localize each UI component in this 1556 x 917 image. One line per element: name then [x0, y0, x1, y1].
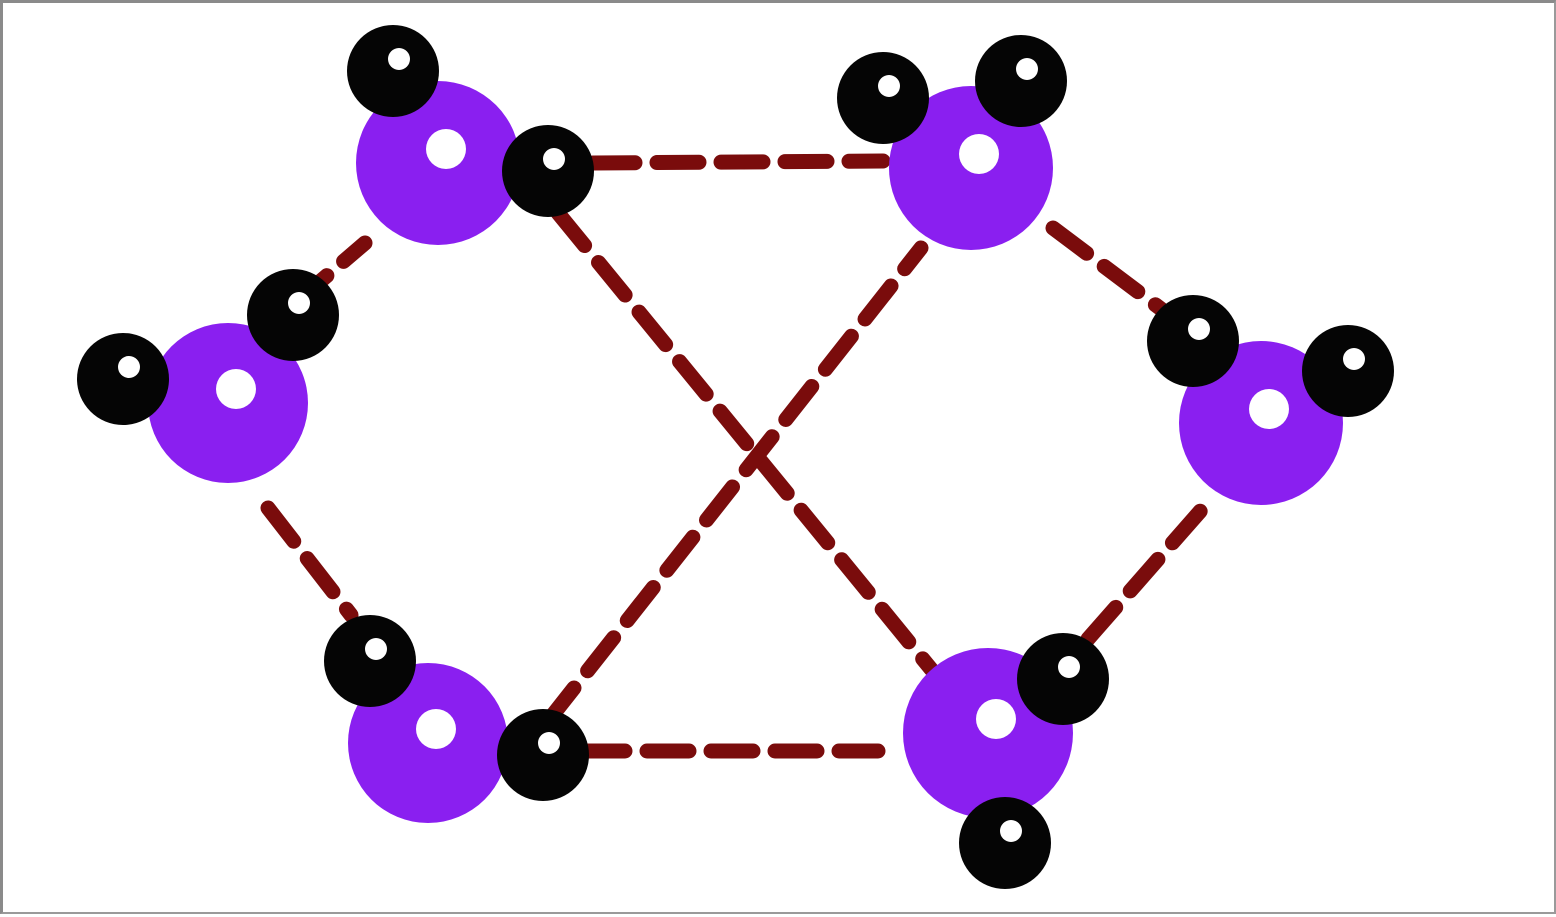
hydrogen-atom — [1017, 633, 1109, 725]
molecule-left — [77, 269, 339, 483]
hydrogen-bond-bond-lower-left — [260, 500, 359, 623]
oxygen-highlight — [976, 699, 1016, 739]
hydrogen-atom — [837, 52, 929, 144]
hydrogen-bond-bond-diagonal-up — [540, 240, 929, 729]
hydrogen-atom — [975, 35, 1067, 127]
hydrogen-bond-bond-diagonal-down — [550, 205, 939, 677]
hydrogen-atom — [502, 125, 594, 217]
hydrogen-highlight — [288, 292, 310, 314]
molecule-top-right — [837, 35, 1067, 250]
hydrogen-atom — [77, 333, 169, 425]
hydrogen-highlight — [1058, 656, 1080, 678]
hydrogen-atom — [1302, 325, 1394, 417]
hydrogen-atom — [1147, 295, 1239, 387]
oxygen-highlight — [216, 369, 256, 409]
hydrogen-highlight — [538, 732, 560, 754]
hydrogen-atom — [324, 615, 416, 707]
molecule-bottom-right — [903, 633, 1109, 889]
hydrogen-bond-lines — [260, 153, 1211, 759]
water-molecules — [77, 25, 1394, 889]
hydrogen-atom — [347, 25, 439, 117]
oxygen-highlight — [426, 129, 466, 169]
oxygen-highlight — [416, 709, 456, 749]
hydrogen-atom — [497, 709, 589, 801]
molecule-bottom-left — [324, 615, 589, 823]
molecule-top-left — [347, 25, 594, 245]
oxygen-highlight — [959, 134, 999, 174]
hydrogen-highlight — [1188, 318, 1210, 340]
hydrogen-bond-bond-top — [585, 153, 891, 171]
molecule-right — [1147, 295, 1394, 505]
hydrogen-atom — [247, 269, 339, 361]
water-molecule-network-diagram — [77, 25, 1394, 889]
hydrogen-highlight — [1343, 348, 1365, 370]
oxygen-highlight — [1249, 389, 1289, 429]
hydrogen-highlight — [118, 356, 140, 378]
hydrogen-bond-bond-lower-right — [1080, 500, 1211, 647]
hydrogen-highlight — [388, 48, 410, 70]
hydrogen-highlight — [1016, 58, 1038, 80]
hydrogen-highlight — [1000, 820, 1022, 842]
hydrogen-atom — [959, 797, 1051, 889]
hydrogen-highlight — [543, 148, 565, 170]
hydrogen-highlight — [878, 75, 900, 97]
hydrogen-highlight — [365, 638, 387, 660]
hydrogen-bond-bond-upper-right — [1045, 220, 1169, 317]
